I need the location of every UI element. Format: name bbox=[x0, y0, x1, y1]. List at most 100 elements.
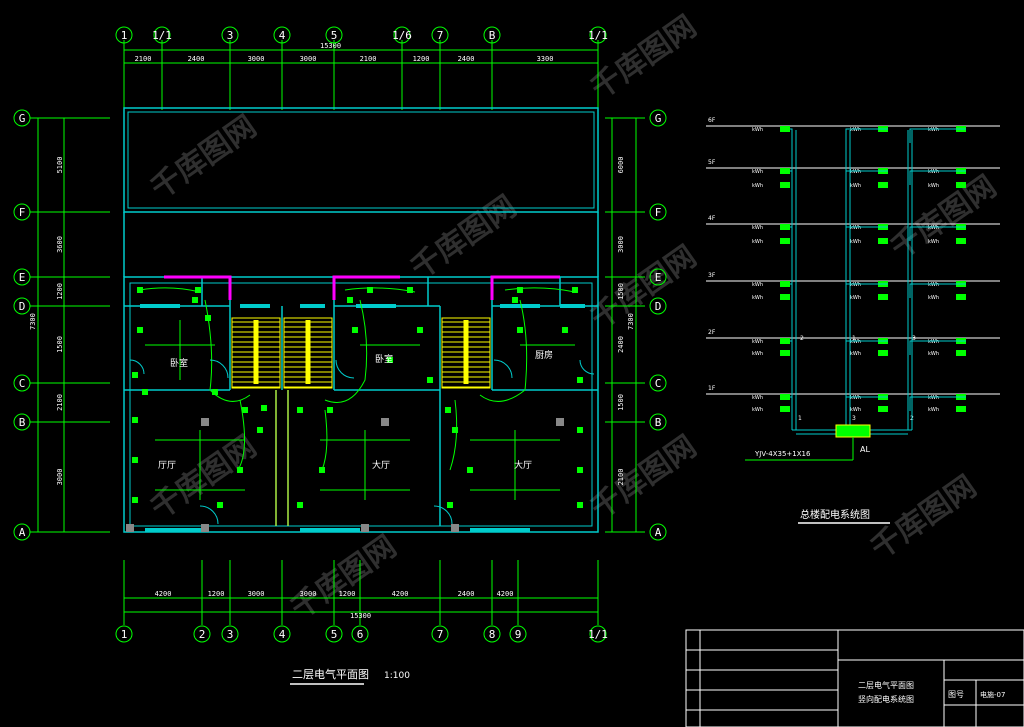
room-label: 厅厅 bbox=[158, 460, 176, 471]
axis-bubble-top-label: 1 bbox=[121, 29, 128, 42]
axis-bubble-right-label: F bbox=[655, 206, 662, 219]
electrical-fixture bbox=[132, 457, 138, 463]
top-dim: 1200 bbox=[413, 55, 430, 63]
watermark-text: 千库图网 bbox=[145, 429, 263, 526]
electrical-fixture bbox=[577, 377, 583, 383]
bottom-dim: 4200 bbox=[155, 590, 172, 598]
right-dim: 3000 bbox=[617, 236, 625, 253]
axis-bubble-left: B bbox=[13, 413, 31, 431]
meter-label: kWh bbox=[752, 407, 763, 413]
electrical-fixture bbox=[577, 467, 583, 473]
electrical-fixture bbox=[242, 407, 248, 413]
electrical-fixture bbox=[237, 467, 243, 473]
meter-box bbox=[956, 350, 966, 356]
meter-label: kWh bbox=[850, 339, 861, 345]
branch-mark: 1 bbox=[798, 415, 802, 422]
axis-bubble-left: E bbox=[13, 268, 31, 286]
electrical-fixture bbox=[467, 467, 473, 473]
room-label: 厨房 bbox=[535, 349, 553, 361]
left-dim: 3600 bbox=[56, 236, 64, 253]
meter-box bbox=[878, 294, 888, 300]
meter-label: kWh bbox=[928, 282, 939, 288]
distribution-box bbox=[835, 424, 871, 438]
bottom-total-dim: 15300 bbox=[350, 612, 371, 620]
top-dim: 2100 bbox=[135, 55, 152, 63]
plan-title: 二层电气平面图 bbox=[292, 667, 369, 681]
room-label: 卧室 bbox=[170, 357, 188, 369]
axis-bubble-bottom-label: 1/1 bbox=[588, 628, 608, 641]
right-dim: 1500 bbox=[617, 394, 625, 411]
axis-bubble-bottom: 5 bbox=[325, 625, 343, 643]
watermark-text: 千库图网 bbox=[405, 189, 523, 286]
axis-bubble-top-label: 1/1 bbox=[152, 29, 172, 42]
bottom-dim: 2400 bbox=[458, 590, 475, 598]
axis-bubble-left-label: G bbox=[19, 112, 26, 125]
electrical-fixture bbox=[445, 407, 451, 413]
left-dim: 1500 bbox=[56, 336, 64, 353]
door-swings bbox=[129, 359, 595, 525]
axis-bubble-top-label: B bbox=[489, 29, 496, 42]
axis-bubble-top: B bbox=[483, 26, 501, 44]
electrical-fixture bbox=[257, 427, 263, 433]
bottom-dim: 1200 bbox=[339, 590, 356, 598]
branch-mark: 3 bbox=[912, 335, 916, 342]
electrical-fixture bbox=[217, 502, 223, 508]
axis-bubble-left: A bbox=[13, 523, 31, 541]
axis-bubble-bottom-label: 9 bbox=[515, 628, 522, 641]
right-total-dim: 7300 bbox=[627, 313, 635, 330]
title-block: 二层电气平面图 竖向配电系统图 图号 电施-07 bbox=[685, 629, 1024, 727]
axis-bubble-left-label: C bbox=[19, 377, 26, 390]
junction-box bbox=[361, 524, 369, 532]
floor-mark: 5F bbox=[708, 159, 716, 166]
top-dim: 3000 bbox=[248, 55, 265, 63]
axis-bubble-bottom: 2 bbox=[193, 625, 211, 643]
meter-box bbox=[780, 168, 790, 174]
meter-label: kWh bbox=[928, 239, 939, 245]
electrical-fixture bbox=[387, 357, 393, 363]
meter-label: kWh bbox=[752, 351, 763, 357]
electrical-fixture bbox=[562, 327, 568, 333]
meter-label: kWh bbox=[850, 295, 861, 301]
electrical-fixture bbox=[132, 417, 138, 423]
axis-bubble-bottom-label: 7 bbox=[437, 628, 444, 641]
meter-label: kWh bbox=[928, 183, 939, 189]
bottom-dim: 3000 bbox=[248, 590, 265, 598]
left-dim: 1200 bbox=[56, 283, 64, 300]
meter-label: kWh bbox=[752, 395, 763, 401]
axis-bubble-top-label: 3 bbox=[227, 29, 234, 42]
right-dim: 2100 bbox=[617, 469, 625, 486]
top-dim: 2400 bbox=[458, 55, 475, 63]
right-dimension-lines bbox=[605, 117, 645, 533]
junction-box bbox=[451, 524, 459, 532]
axis-bubble-bottom: 1 bbox=[115, 625, 133, 643]
axis-bubble-bottom: 3 bbox=[221, 625, 239, 643]
electrical-fixture bbox=[195, 287, 201, 293]
meter-box bbox=[780, 338, 790, 344]
left-dim: 2100 bbox=[56, 394, 64, 411]
junction-box bbox=[126, 524, 134, 532]
stairs bbox=[231, 317, 491, 526]
watermark-text: 千库图网 bbox=[585, 429, 703, 526]
axis-bubble-bottom: 9 bbox=[509, 625, 527, 643]
axis-bubble-right-label: B bbox=[655, 416, 662, 429]
room-label: 大厅 bbox=[514, 459, 532, 471]
axis-bubble-left-label: A bbox=[19, 526, 26, 539]
axis-bubble-bottom: 1/1 bbox=[588, 625, 608, 643]
room-label: 卧室 bbox=[375, 353, 393, 365]
meter-box bbox=[780, 406, 790, 412]
electrical-fixture bbox=[572, 287, 578, 293]
axis-bubble-right: E bbox=[649, 268, 667, 286]
electrical-fixture bbox=[452, 427, 458, 433]
axis-bubble-bottom-label: 3 bbox=[227, 628, 234, 641]
axis-bubble-right-label: D bbox=[655, 300, 662, 313]
meter-label: kWh bbox=[752, 183, 763, 189]
junction-box bbox=[556, 418, 564, 426]
electrical-fixture bbox=[427, 377, 433, 383]
electrical-fixture bbox=[142, 389, 148, 395]
top-dim: 2100 bbox=[360, 55, 377, 63]
axis-bubble-top-label: 5 bbox=[331, 29, 338, 42]
electrical-fixture bbox=[212, 389, 218, 395]
axis-bubble-right-label: G bbox=[655, 112, 662, 125]
electrical-fixture bbox=[577, 502, 583, 508]
